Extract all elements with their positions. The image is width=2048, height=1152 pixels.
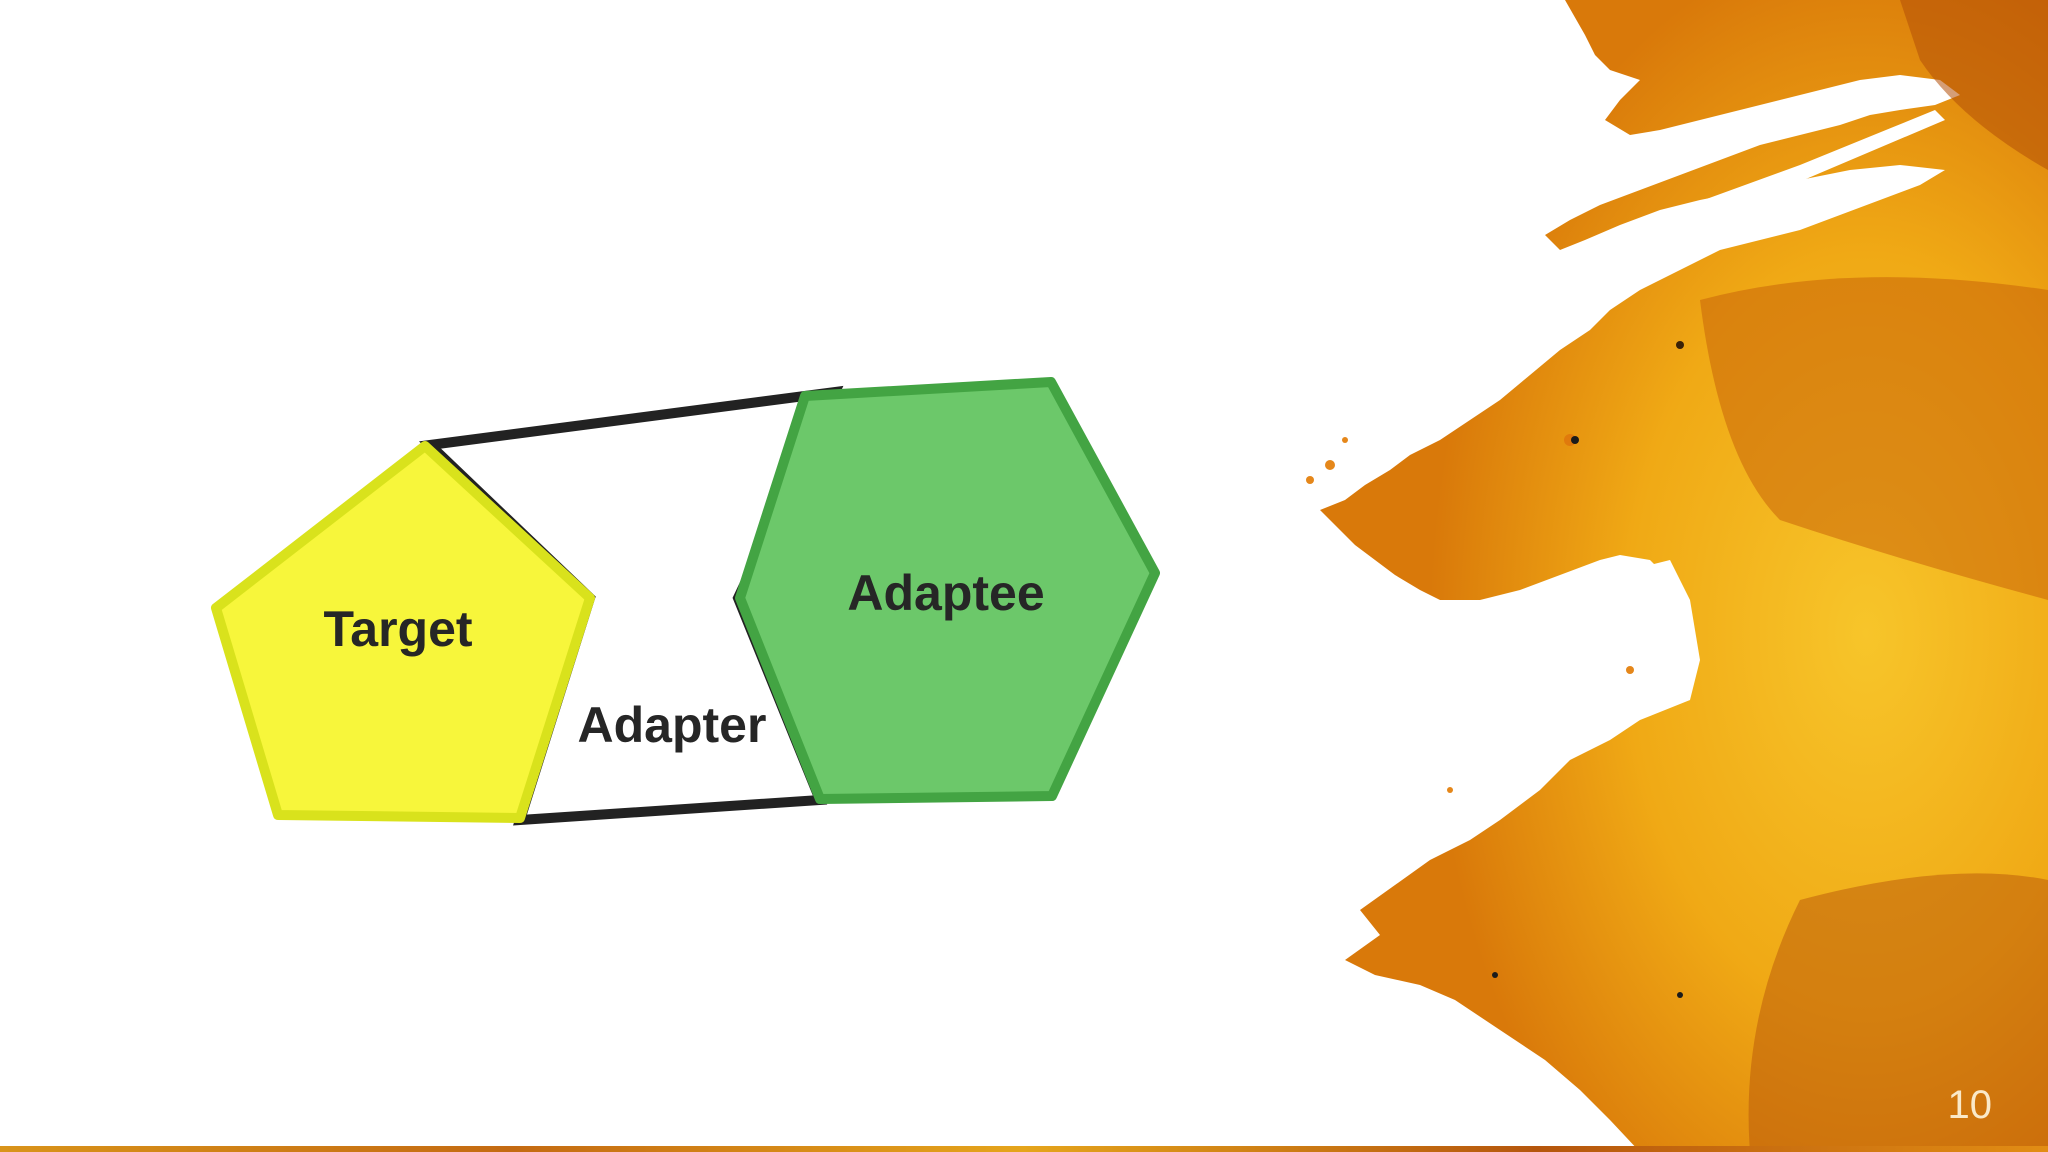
adaptee-label: Adaptee	[847, 565, 1044, 621]
slide-number: 10	[1947, 1083, 1993, 1127]
target-shape	[211, 441, 595, 823]
adaptee-shape	[735, 377, 1160, 804]
target-label: Target	[323, 601, 472, 657]
adapter-label: Adapter	[578, 697, 767, 753]
bottom-accent-bar	[0, 1146, 2048, 1152]
